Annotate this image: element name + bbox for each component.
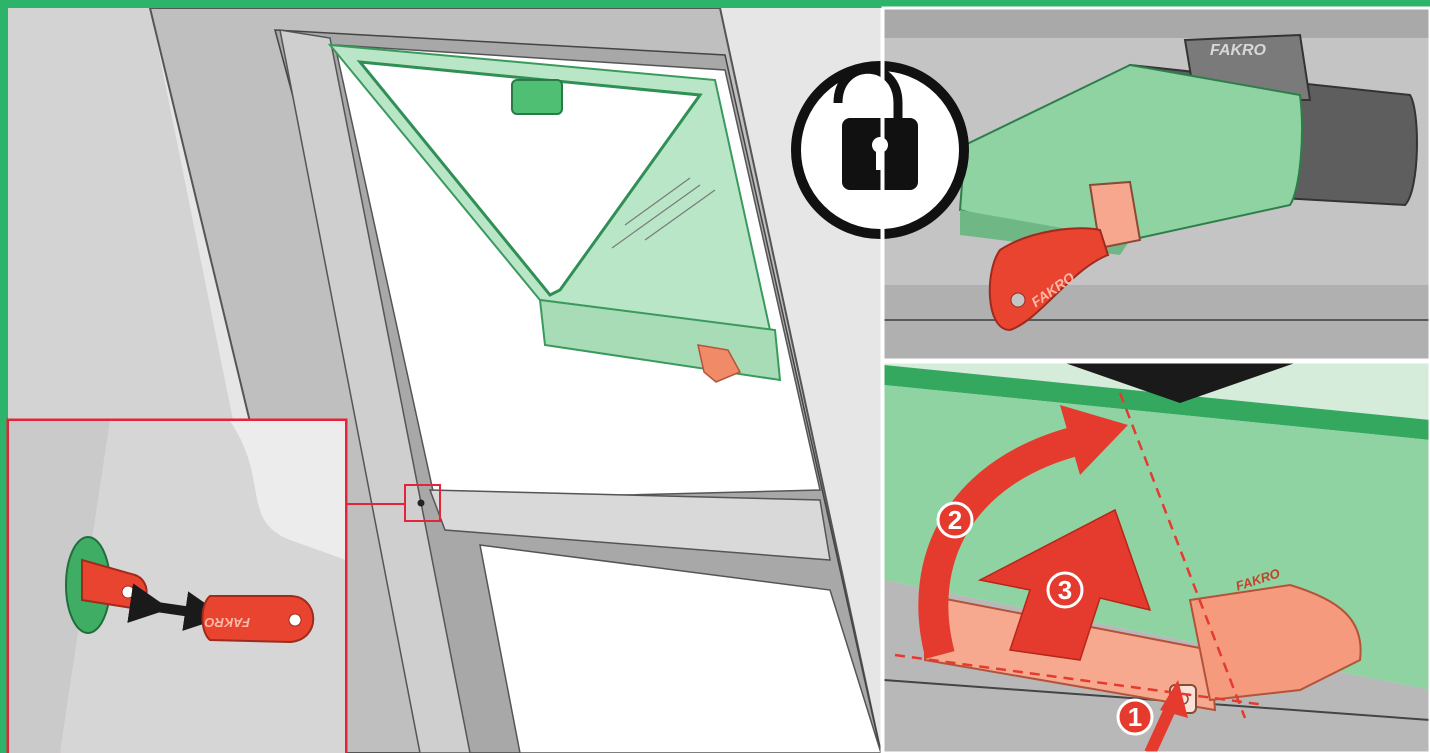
open-padlock-icon (796, 66, 964, 234)
key-ring-hole (1011, 293, 1025, 307)
tr-bottom-bar (884, 285, 1430, 359)
key-detail-inset: FAKRO (8, 420, 346, 753)
key-hole-inserted (122, 586, 134, 598)
step-badge-3: 3 (1048, 573, 1082, 607)
key-hole-removed (289, 614, 301, 626)
step-number-3: 3 (1058, 575, 1072, 605)
step-badge-2: 2 (938, 503, 972, 537)
key-brand-label: FAKRO (205, 615, 251, 630)
step-number-2: 2 (948, 505, 962, 535)
handle-lock-panel: FAKRO FAKRO (884, 8, 1430, 359)
step-number-1: 1 (1128, 702, 1142, 732)
tr-top-strip (884, 8, 1430, 38)
sash-hinge (512, 80, 562, 114)
opening-steps-panel: FAKRO (884, 363, 1430, 753)
pivot-brand-label: FAKRO (1210, 42, 1267, 59)
keyhole (418, 500, 425, 507)
step-badge-1: 1 (1118, 700, 1152, 734)
